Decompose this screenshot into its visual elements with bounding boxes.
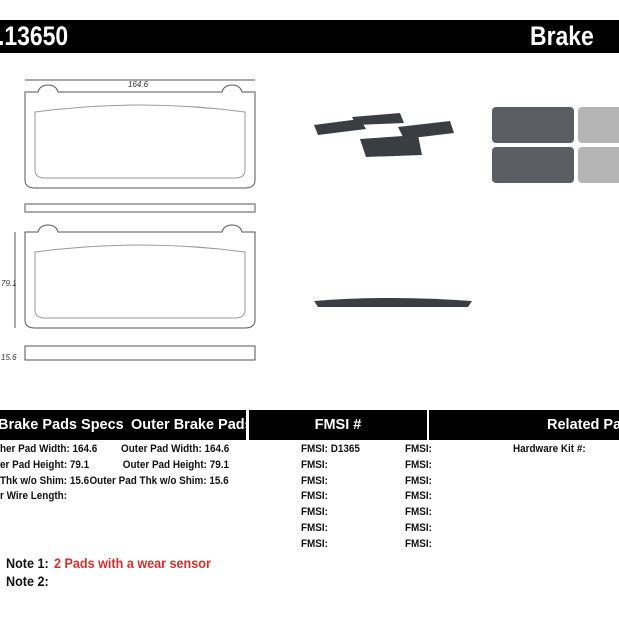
pad-photos xyxy=(314,107,619,307)
fmsi-left-3: FMSI: xyxy=(301,490,328,503)
note1-label: Note 1: xyxy=(6,555,49,571)
inner-spec-0: her Pad Width: 164.6 xyxy=(0,443,98,455)
outer-specs-header: Outer Brake Pads Specs xyxy=(131,417,246,433)
width-dim: 164.6 xyxy=(128,80,149,89)
related-parts-header: Related Par xyxy=(429,410,619,440)
inner-spec-3: r Wire Length: xyxy=(0,490,68,503)
part-number: .13650 xyxy=(0,21,69,51)
fmsi-right-2: FMSI: xyxy=(405,474,432,487)
inner-spec-1: er Pad Height: 79.1 xyxy=(0,458,90,471)
fmsi-right-3: FMSI: xyxy=(405,490,432,503)
thickness-dim: 15.6 xyxy=(1,353,17,362)
fmsi-right-1: FMSI: xyxy=(405,458,432,471)
inner-spec-2: Thk w/o Shim: 15.6 xyxy=(0,474,90,487)
fmsi-right-6: FMSI: xyxy=(405,537,432,550)
fmsi-right-4: FMSI: xyxy=(405,506,432,519)
pad-side-view xyxy=(24,203,256,213)
fmsi-left-2: FMSI: xyxy=(301,474,328,487)
fmsi-right-0: FMSI: xyxy=(405,443,432,455)
outer-spec-2: Outer Pad Thk w/o Shim: 15.6 xyxy=(89,474,229,487)
fmsi-header: FMSI # xyxy=(249,410,427,440)
note1-text: 2 Pads with a wear sensor xyxy=(54,555,211,571)
fmsi-left-0: FMSI: D1365 xyxy=(301,443,360,455)
height-dim: 79.1 xyxy=(1,279,17,288)
note2-label: Note 2: xyxy=(6,573,49,589)
pad-friction-area xyxy=(34,104,246,179)
title-bar: .13650 Brake F xyxy=(0,20,619,53)
pad-technical-drawing: 164.6 79.1 15.6 xyxy=(1,79,256,362)
pad-top-view xyxy=(24,84,256,189)
fmsi-left-4: FMSI: xyxy=(301,506,328,519)
related-parts-header-text: Related Par xyxy=(547,417,619,433)
outer-spec-1: Outer Pad Height: 79.1 xyxy=(122,458,229,471)
fmsi-right-5: FMSI: xyxy=(405,522,432,534)
title: Brake F xyxy=(530,21,594,53)
fmsi-left-5: FMSI: xyxy=(301,522,328,534)
inner-specs-header: Brake Pads Specs xyxy=(0,417,124,433)
outer-spec-0: Outer Pad Width: 164.6 xyxy=(120,443,229,455)
fmsi-left-6: FMSI: xyxy=(301,537,328,550)
fmsi-left-1: FMSI: xyxy=(301,458,328,471)
pad-bottom-view xyxy=(24,224,256,329)
pads-specs-header: Brake Pads Specs Outer Brake Pads Specs xyxy=(0,410,246,440)
pad-thickness-view xyxy=(24,345,256,361)
related-part-0: Hardware Kit #: xyxy=(513,443,586,455)
pad-side-photo xyxy=(314,298,472,307)
